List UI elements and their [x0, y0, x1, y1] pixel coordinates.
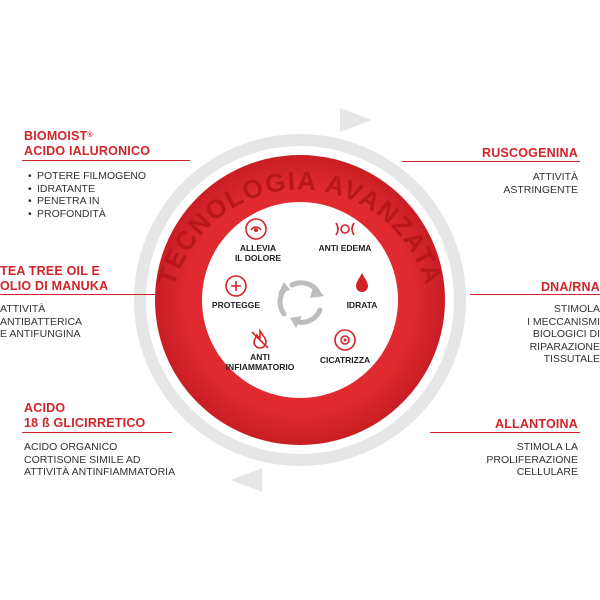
biomoist-line1: BIOMOIST®: [24, 129, 150, 144]
benefit-anti-edema: ANTI EDEMA: [318, 243, 372, 253]
divider-dna-rna: [470, 294, 600, 295]
allantoina-desc: STIMOLA LA PROLIFERAZIONE CELLULARE: [486, 441, 578, 479]
ingredient-dna-rna-title: DNA/RNA: [540, 280, 600, 294]
anti-inflammatory-icon: [251, 328, 269, 349]
benefit-allevia: ALLEVIA IL DOLORE: [218, 243, 298, 263]
ingredient-glicirretico-title: ACIDO 18 ß GLICIRRETICO: [24, 401, 145, 431]
benefit-allevia-line1: ALLEVIA: [239, 243, 277, 253]
desc-line: ATTIVITÀ: [0, 303, 46, 315]
dna-rna-desc: STIMOLA I MECCANISMI BIOLOGICI DI RIPARA…: [527, 303, 600, 366]
desc-line: ATTIVITÀ ANTINFIAMMATORIA: [24, 466, 176, 478]
desc-line: CORTISONE SIMILE AD: [24, 453, 141, 466]
tea-tree-line2: OLIO DI MANUKA: [0, 279, 109, 293]
divider-allantoina: [430, 432, 580, 433]
glicirretico-desc: ACIDO ORGANICO CORTISONE SIMILE AD ATTIV…: [24, 441, 175, 479]
bullet-item: IDRATANTE: [28, 183, 146, 196]
biomoist-line2: ACIDO IALURONICO: [24, 144, 151, 158]
heal-icon: [334, 329, 356, 351]
desc-line: ANTIBATTERICA: [0, 315, 83, 328]
benefit-cicatrizza: CICATRIZZA: [319, 355, 371, 365]
hydrate-drop-icon: [356, 273, 368, 292]
anti-edema-icon: [335, 222, 355, 236]
desc-line: CELLULARE: [516, 466, 578, 478]
divider-glicirretico: [22, 432, 172, 433]
desc-line: ASTRINGENTE: [503, 183, 578, 196]
bullet-continuation: PROFONDITÀ: [28, 208, 146, 221]
divider-ruscogenina: [402, 161, 580, 162]
benefit-anti-line1: ANTI: [250, 352, 270, 362]
desc-line: TISSUTALE: [543, 353, 600, 365]
divider-tea-tree: [0, 294, 170, 295]
tea-tree-desc: ATTIVITÀ ANTIBATTERICA E ANTIFUNGINA: [0, 303, 82, 341]
bullet-continuation-text: PROFONDITÀ: [37, 207, 106, 220]
outer-gray-ring: [134, 134, 466, 466]
biomoist-name: BIOMOIST: [24, 129, 88, 143]
desc-line: E ANTIFUNGINA: [0, 328, 81, 340]
desc-line: STIMOLA LA: [516, 441, 578, 453]
ingredient-ruscogenina-title: RUSCOGENINA: [482, 146, 578, 160]
desc-line: ACIDO ORGANICO: [24, 441, 118, 453]
desc-line: BIOLOGICI DI: [532, 328, 600, 340]
biomoist-bullets: POTERE FILMOGENO IDRATANTE PENETRA IN PR…: [28, 170, 146, 220]
benefit-allevia-line2: IL DOLORE: [234, 253, 282, 263]
ring-arrow-top: [340, 108, 372, 132]
bullet-item: PENETRA IN: [28, 195, 146, 208]
benefit-anti-line2: INFIAMMATORIO: [225, 362, 295, 372]
ring-arrow-bottom: [230, 468, 262, 492]
tea-tree-line1: TEA TREE OIL E: [0, 264, 101, 278]
desc-line: I MECCANISMI: [527, 315, 600, 328]
glicirretico-line2: 18 ß GLICIRRETICO: [24, 416, 146, 430]
divider-biomoist: [22, 160, 190, 161]
ruscogenina-desc: ATTIVITÀ ASTRINGENTE: [503, 171, 578, 196]
desc-line: STIMOLA: [553, 303, 600, 315]
benefit-idrata: IDRATA: [346, 300, 378, 310]
desc-line: ATTIVITÀ: [532, 171, 578, 183]
ingredient-tea-tree-title: TEA TREE OIL E OLIO DI MANUKA: [0, 264, 108, 294]
ingredient-biomoist-title: BIOMOIST® ACIDO IALURONICO: [24, 129, 150, 159]
registered-mark: ®: [87, 132, 93, 139]
benefit-protegge: PROTEGGE: [211, 300, 261, 310]
glicirretico-line1: ACIDO: [24, 401, 66, 415]
protect-icon: [225, 275, 247, 297]
bullet-item: POTERE FILMOGENO: [28, 170, 146, 183]
ingredient-allantoina-title: ALLANTOINA: [494, 417, 578, 431]
desc-line: RIPARAZIONE: [529, 340, 600, 353]
pain-relief-icon: [245, 218, 267, 240]
desc-line: PROLIFERAZIONE: [486, 453, 578, 466]
benefit-anti-infiammatorio: ANTI INFIAMMATORIO: [220, 352, 300, 372]
